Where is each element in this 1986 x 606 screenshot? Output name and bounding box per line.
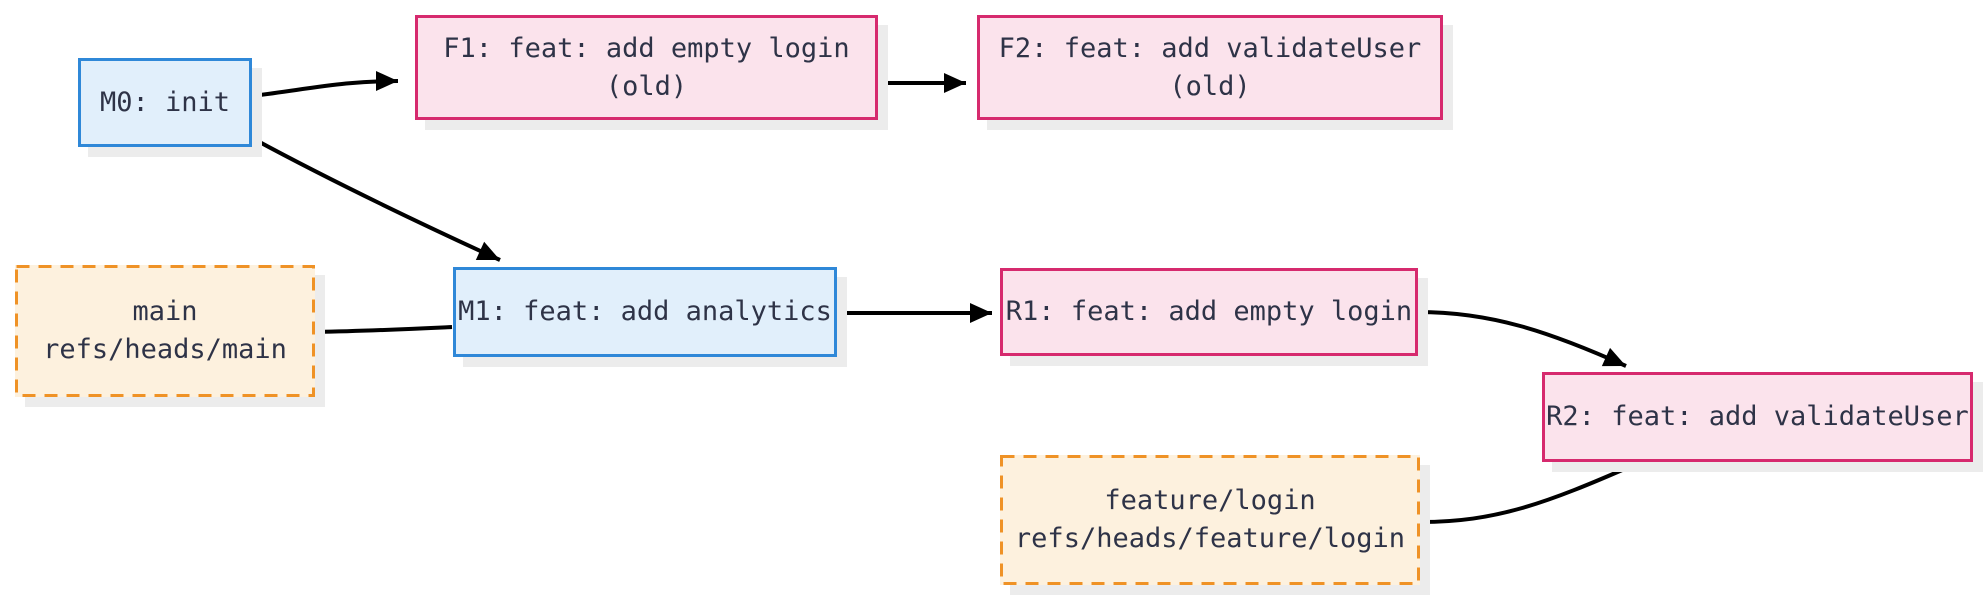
node-commit-m1-label: M1: feat: add analytics	[458, 296, 832, 327]
node-commit-r2: R2: feat: add validateUser	[1542, 372, 1973, 462]
node-commit-f1-label: F1: feat: add empty login	[443, 32, 850, 64]
node-commit-m0-label: M0: init	[99, 86, 231, 118]
node-branch-main-ref: refs/heads/main	[43, 334, 287, 365]
node-commit-f2-label: F2: feat: add validateUser	[998, 32, 1422, 64]
edge-m0-m1	[251, 136, 501, 262]
node-branch-feature-login-label: feature/login	[1104, 485, 1316, 516]
node-commit-m0: M0: init	[78, 58, 252, 147]
node-commit-f1: F1: feat: add empty login (old)	[415, 15, 878, 120]
edge-r1-r2	[1417, 310, 1627, 368]
node-commit-f2: F2: feat: add validateUser (old)	[977, 15, 1443, 120]
edge-feature-r2	[1420, 462, 1637, 524]
node-commit-m1: M1: feat: add analytics	[453, 267, 837, 357]
node-branch-feature-login: feature/login refs/heads/feature/login	[1000, 455, 1420, 585]
node-branch-main: main refs/heads/main	[15, 265, 315, 397]
node-branch-feature-login-ref: refs/heads/feature/login	[1014, 523, 1406, 554]
edge-m0-f1	[251, 71, 399, 98]
node-commit-r2-label: R2: feat: add validateUser	[1546, 401, 1969, 432]
node-branch-main-label: main	[132, 296, 198, 327]
node-commit-f1-sublabel: (old)	[605, 70, 688, 102]
edge-main-m1	[315, 325, 453, 334]
node-commit-r1-label: R1: feat: add empty login	[1005, 296, 1413, 327]
node-commit-f2-sublabel: (old)	[1169, 70, 1251, 102]
node-commit-r1: R1: feat: add empty login	[1000, 268, 1418, 356]
